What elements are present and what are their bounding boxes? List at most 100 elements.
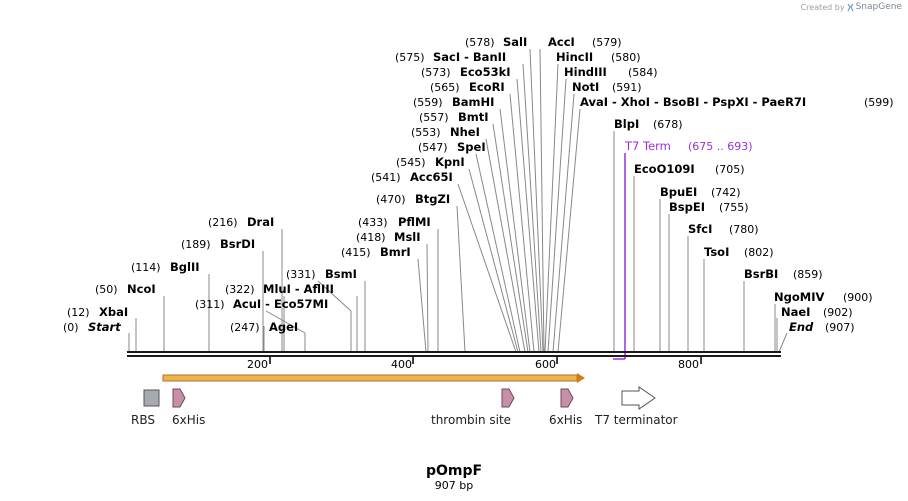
site-name[interactable]: BsrDI bbox=[220, 237, 255, 251]
site-pos: (755) bbox=[719, 201, 749, 214]
feature-label-6xhis-1: 6xHis bbox=[172, 413, 205, 427]
site-name[interactable]: HincII bbox=[556, 50, 593, 64]
site-name[interactable]: SfcI bbox=[688, 222, 712, 236]
credit-prefix: Created by bbox=[800, 2, 845, 12]
site-pos: (599) bbox=[864, 96, 894, 109]
tick-label-600: 600 bbox=[535, 358, 556, 371]
site-name[interactable]: NheI bbox=[450, 125, 480, 139]
site-pos: (675 .. 693) bbox=[688, 140, 753, 153]
site-name[interactable]: NaeI bbox=[781, 305, 810, 319]
site-name[interactable]: MluI - AflIII bbox=[263, 282, 334, 296]
site-pos: (418) bbox=[356, 231, 386, 244]
site-pos: (907) bbox=[825, 321, 855, 334]
site-name[interactable]: KpnI bbox=[435, 155, 465, 169]
feature-label-rbs: RBS bbox=[131, 413, 155, 427]
site-pos: (859) bbox=[793, 268, 823, 281]
site-name[interactable]: BamHI bbox=[452, 95, 494, 109]
tick-label-800: 800 bbox=[678, 358, 699, 371]
site-name[interactable]: BmtI bbox=[458, 110, 489, 124]
feature-label-6xhis-2: 6xHis bbox=[549, 413, 582, 427]
site-pos: (557) bbox=[419, 111, 449, 124]
site-name[interactable]: EcoO109I bbox=[634, 162, 695, 176]
site-pos: (189) bbox=[181, 238, 211, 251]
site-name[interactable]: AcuI - Eco57MI bbox=[233, 297, 328, 311]
site-pos: (578) bbox=[465, 36, 495, 49]
site-pos: (547) bbox=[418, 141, 448, 154]
tag-arrow-icon[interactable] bbox=[172, 388, 186, 408]
orf-arrow bbox=[162, 373, 585, 383]
credit-brand: SnapGene bbox=[855, 2, 902, 12]
site-name[interactable]: BtgZI bbox=[415, 192, 450, 206]
site-name[interactable]: Acc65I bbox=[410, 170, 453, 184]
site-pos: (584) bbox=[628, 66, 658, 79]
site-name[interactable]: Start bbox=[88, 320, 121, 334]
site-pos: (742) bbox=[711, 186, 741, 199]
tick-label-200: 200 bbox=[247, 358, 268, 371]
site-name[interactable]: AvaI - XhoI - BsoBI - PspXI - PaeR7I bbox=[580, 95, 806, 109]
site-name[interactable]: NotI bbox=[572, 80, 599, 94]
site-pos: (579) bbox=[592, 36, 622, 49]
site-leader-lines bbox=[128, 48, 788, 353]
plasmid-name: pOmpF bbox=[426, 463, 482, 479]
terminator-arrow-icon[interactable] bbox=[621, 386, 656, 410]
site-pos: (415) bbox=[341, 246, 371, 259]
site-name[interactable]: BglII bbox=[170, 260, 200, 274]
site-name[interactable]: DraI bbox=[247, 215, 274, 229]
t7-term-marker bbox=[613, 153, 626, 360]
site-pos: (545) bbox=[396, 156, 426, 169]
site-name[interactable]: SalI bbox=[503, 35, 527, 49]
site-name[interactable]: TsoI bbox=[704, 245, 729, 259]
site-name[interactable]: NcoI bbox=[127, 282, 156, 296]
snapgene-logo-icon bbox=[847, 3, 854, 11]
tag-arrow-icon[interactable] bbox=[501, 388, 515, 408]
site-name[interactable]: BmrI bbox=[380, 245, 411, 259]
site-pos: (900) bbox=[843, 291, 873, 304]
site-name[interactable]: AccI bbox=[548, 35, 575, 49]
site-pos: (50) bbox=[95, 283, 118, 296]
site-pos: (553) bbox=[411, 126, 441, 139]
feature-label-thrombin: thrombin site bbox=[431, 413, 511, 427]
plasmid-length: 907 bp bbox=[435, 479, 473, 492]
site-pos: (247) bbox=[230, 321, 260, 334]
site-pos: (780) bbox=[729, 223, 759, 236]
site-pos: (331) bbox=[286, 268, 316, 281]
site-pos: (580) bbox=[611, 51, 641, 64]
dna-backbone bbox=[127, 351, 781, 357]
site-pos: (114) bbox=[131, 261, 161, 274]
site-name[interactable]: BsrBI bbox=[744, 267, 778, 281]
site-pos: (678) bbox=[653, 118, 683, 131]
tag-arrow-icon[interactable] bbox=[560, 388, 574, 408]
site-name[interactable]: NgoMIV bbox=[774, 290, 824, 304]
site-pos: (12) bbox=[67, 306, 90, 319]
site-pos: (559) bbox=[413, 96, 443, 109]
site-name[interactable]: HindIII bbox=[564, 65, 607, 79]
site-pos: (565) bbox=[430, 81, 460, 94]
site-name[interactable]: BlpI bbox=[614, 117, 639, 131]
site-pos: (575) bbox=[395, 51, 425, 64]
site-pos: (591) bbox=[612, 81, 642, 94]
site-name[interactable]: AgeI bbox=[269, 320, 298, 334]
rbs-box-icon[interactable] bbox=[143, 389, 160, 407]
site-pos: (902) bbox=[823, 306, 853, 319]
site-name[interactable]: SacI - BanII bbox=[433, 50, 506, 64]
site-name[interactable]: End bbox=[789, 320, 814, 334]
site-pos: (573) bbox=[421, 66, 451, 79]
site-name[interactable]: BsmI bbox=[325, 267, 357, 281]
site-name[interactable]: SpeI bbox=[457, 140, 486, 154]
site-labels: (0) Start (12) XbaI (50) NcoI (114) BglI… bbox=[63, 35, 894, 334]
site-name[interactable]: Eco53kI bbox=[460, 65, 511, 79]
site-name[interactable]: MslI bbox=[394, 230, 421, 244]
tick-label-400: 400 bbox=[391, 358, 412, 371]
site-name[interactable]: XbaI bbox=[99, 305, 128, 319]
site-name[interactable]: BpuEI bbox=[660, 185, 697, 199]
site-name[interactable]: PflMI bbox=[398, 215, 431, 229]
snapgene-credit: Created by SnapGene bbox=[801, 2, 902, 12]
site-pos: (705) bbox=[715, 163, 745, 176]
feature-label-t7-terminator: T7 terminator bbox=[594, 413, 678, 427]
site-name[interactable]: BspEI bbox=[669, 200, 705, 214]
site-pos: (541) bbox=[371, 171, 401, 184]
site-name[interactable]: EcoRI bbox=[469, 80, 505, 94]
site-name[interactable]: T7 Term bbox=[624, 139, 671, 153]
site-pos: (216) bbox=[208, 216, 238, 229]
